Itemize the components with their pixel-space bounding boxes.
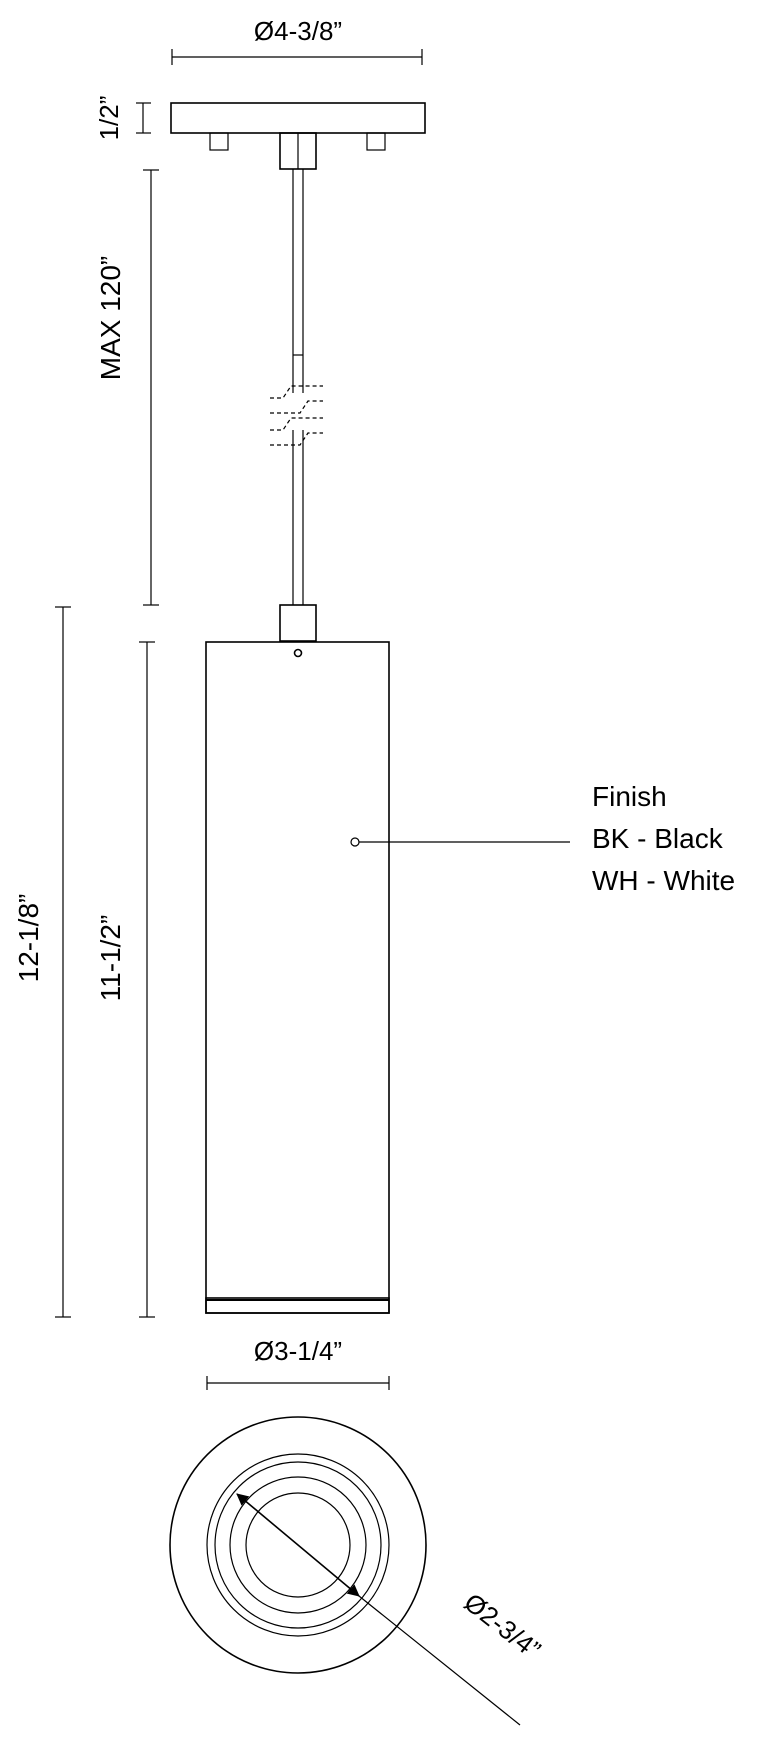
- canopy-height-dimension: 1/2”: [94, 96, 151, 141]
- finish-option-white: WH - White: [592, 865, 735, 896]
- max-length-dimension: MAX 120”: [95, 169, 159, 606]
- aperture-diameter-arrow: [236, 1493, 360, 1597]
- finish-option-black: BK - Black: [592, 823, 724, 854]
- body-height-dimension: 11-1/2”: [95, 641, 155, 1318]
- aperture-diameter-label: Ø2-3/4”: [459, 1587, 547, 1665]
- finish-callout: Finish BK - Black WH - White: [350, 781, 735, 896]
- body-diameter-label: Ø3-1/4”: [254, 1336, 342, 1366]
- canopy-diameter-dimension: Ø4-3/8”: [171, 16, 423, 65]
- finish-title: Finish: [592, 781, 667, 812]
- overall-height-dimension: 12-1/8”: [13, 606, 71, 1318]
- body-diameter-dimension: Ø3-1/4”: [206, 1336, 390, 1390]
- max-length-label: MAX 120”: [95, 256, 126, 381]
- overall-height-label: 12-1/8”: [13, 894, 44, 983]
- canopy-diameter-label: Ø4-3/8”: [254, 16, 342, 46]
- bottom-view: Ø2-3/4”: [169, 1416, 547, 1726]
- body-height-label: 11-1/2”: [95, 915, 126, 1002]
- fitter: [279, 604, 317, 658]
- suspension-rod: [270, 169, 323, 605]
- canopy: [170, 102, 426, 170]
- canopy-height-label: 1/2”: [94, 96, 124, 141]
- cylinder-body: [205, 641, 390, 1314]
